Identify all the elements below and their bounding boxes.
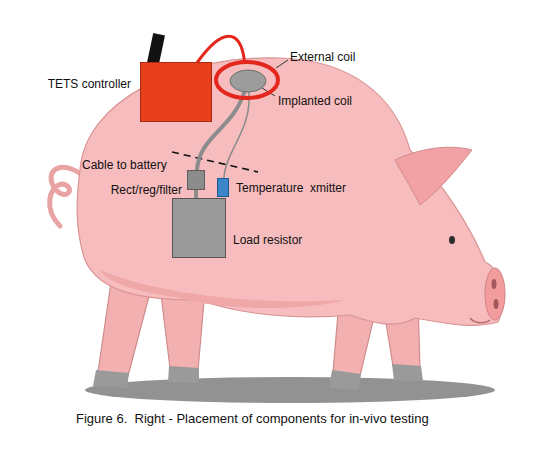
temperature-transmitter: Temperature xmitter xyxy=(217,178,229,197)
pig-snout xyxy=(485,268,505,320)
component-label: Load resistor xyxy=(233,233,302,247)
part-label: Cable to battery xyxy=(82,158,167,172)
component-label: TETS controller xyxy=(48,77,131,91)
cable xyxy=(198,36,245,62)
implanted-coil: Implanted coil xyxy=(230,70,266,92)
controller-box: TETS controller xyxy=(140,62,212,122)
controller-antenna xyxy=(147,33,165,65)
component-label: External coil xyxy=(290,50,355,64)
belly-shade xyxy=(100,270,345,308)
leader-line xyxy=(276,60,288,68)
nostril xyxy=(492,279,497,289)
load-resistor-box: Load resistor xyxy=(172,198,226,258)
pig-body xyxy=(77,58,502,326)
component-label: Implanted coil xyxy=(278,94,352,108)
pig-ear xyxy=(395,147,472,205)
ground-shadow xyxy=(85,377,495,403)
implanted-coil-outline xyxy=(230,70,266,92)
incision-line xyxy=(172,152,258,172)
cable xyxy=(224,92,249,178)
component-label: Rect/reg/filter xyxy=(111,183,182,197)
rectifier-box: Rect/reg/filter xyxy=(187,170,205,190)
figure-caption: Figure 6. Right - Placement of component… xyxy=(76,411,429,427)
pig-hooves xyxy=(93,364,423,390)
pig-eye xyxy=(449,236,455,244)
cable xyxy=(194,190,198,198)
pig-mouth xyxy=(470,318,490,323)
component-label: Temperature xmitter xyxy=(236,181,346,195)
nostril xyxy=(494,299,499,309)
